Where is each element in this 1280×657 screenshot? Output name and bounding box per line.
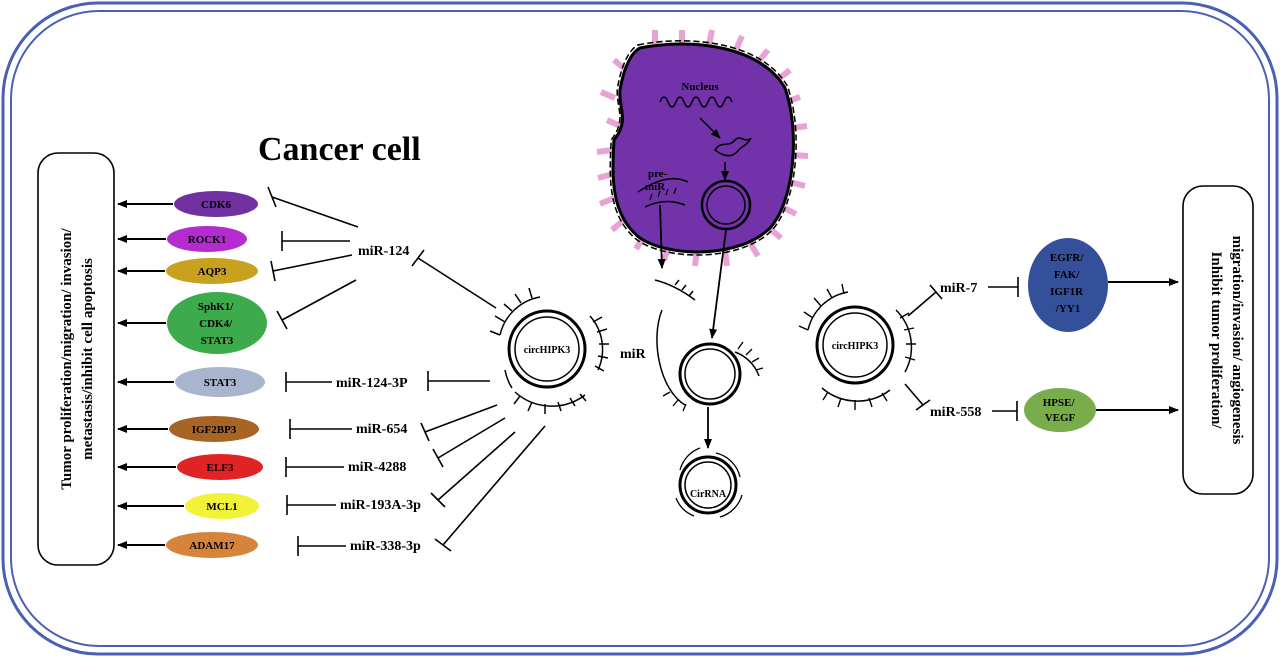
circ-to-mir124-inhibition <box>411 249 497 309</box>
target-label: STAT3 <box>204 377 237 389</box>
left-outcome-line2: metastasis/inhibit cell apoptosis <box>80 258 96 460</box>
target-ellipse <box>166 532 258 558</box>
arrows-to-left-box <box>117 200 184 549</box>
central-circrna <box>656 309 764 412</box>
target-igf2bp3: IGF2BP3 <box>169 416 259 442</box>
left-outcome-line1: Tumor proliferation/migration/ invasion/ <box>59 227 75 489</box>
target-label: HPSE/ VEGF <box>1043 397 1078 424</box>
circhipk3-right-label: circHIPK3 <box>832 341 878 352</box>
nucleus-label: Nucleus <box>681 81 719 93</box>
mirna-label-mir-7: miR-7 <box>940 281 977 296</box>
right-outcome-box <box>1182 185 1254 495</box>
mirna-label-mir-338-3p: miR-338-3p <box>350 539 421 554</box>
target-adam17: ADAM17 <box>166 532 258 558</box>
target-ellipse <box>1028 238 1108 332</box>
right-outcome-line1: Inhibit tumor proliferation/ <box>1208 252 1224 430</box>
target-stat3: STAT3 <box>175 367 265 397</box>
cell-membrane-inner <box>10 10 1270 647</box>
target-ellipse <box>169 416 259 442</box>
nucleus <box>596 29 809 267</box>
target-ellipse <box>185 493 259 519</box>
target-label: ADAM17 <box>189 540 235 552</box>
target-label: IGF2BP3 <box>192 424 237 436</box>
mir124-inhibitions <box>267 186 359 330</box>
target-ellipse <box>166 258 258 284</box>
target-label: AQP3 <box>198 266 227 278</box>
pre-mir-label-2: miR <box>645 181 666 193</box>
target-label: MCL1 <box>206 501 237 513</box>
mir-label: miR <box>620 347 647 362</box>
mirna-label-mir-124: miR-124 <box>358 244 409 259</box>
circ-to-mirna-inhibitions <box>420 371 546 552</box>
target-mcl1: MCL1 <box>185 493 259 519</box>
mirna-label-mir-4288: miR-4288 <box>348 460 406 475</box>
target-egfr: EGFR/ FAK/ IGF1R /YY1 <box>1028 238 1108 332</box>
circhipk3-left <box>489 287 609 414</box>
target-elf3: ELF3 <box>177 454 263 480</box>
circhipk3-left-label: circHIPK3 <box>524 345 570 356</box>
pre-mir-export-arrow <box>657 204 666 269</box>
target-ellipse <box>167 292 267 354</box>
left-outcome-box <box>37 152 115 566</box>
mirna-label-mir-193a-3p: miR-193A-3p <box>340 498 421 513</box>
arrows-to-right-box <box>1096 278 1179 414</box>
target-hpse: HPSE/ VEGF <box>1024 388 1096 432</box>
right-outcome-line2: migration/invasion/ angiogenesis <box>1229 236 1245 445</box>
target-ellipse <box>167 226 247 252</box>
target-ellipse <box>1024 388 1096 432</box>
circhipk3-right <box>798 283 916 410</box>
mirna-label-mir-654: miR-654 <box>356 422 407 437</box>
mirna-label-mir-124-3p: miR-124-3P <box>336 376 408 391</box>
target-label: ELF3 <box>207 462 234 474</box>
mirna-label-mir-558: miR-558 <box>930 405 981 420</box>
pre-mir-label: pre- <box>648 168 668 180</box>
right-inhibitions <box>904 277 1019 421</box>
mirna-target-inhibitions <box>285 372 352 556</box>
target-sphk1: SphK1/ CDK4/ STAT3 <box>167 292 267 354</box>
target-label: ROCK1 <box>188 234 227 246</box>
target-ellipse <box>174 191 258 217</box>
target-label: CDK6 <box>201 199 231 211</box>
target-aqp3: AQP3 <box>166 258 258 284</box>
target-rock1: ROCK1 <box>167 226 247 252</box>
circ-export-arrow <box>709 229 727 339</box>
cirrna <box>675 447 743 518</box>
cirrna-label: CirRNA <box>690 489 727 500</box>
target-label: EGFR/ FAK/ IGF1R /YY1 <box>1050 252 1086 315</box>
target-ellipse <box>175 367 265 397</box>
mature-mir <box>654 279 696 301</box>
target-ellipse <box>177 454 263 480</box>
target-cdk6: CDK6 <box>174 191 258 217</box>
target-label: SphK1/ CDK4/ STAT3 <box>198 301 236 347</box>
diagram-title: Cancer cell <box>258 131 421 168</box>
